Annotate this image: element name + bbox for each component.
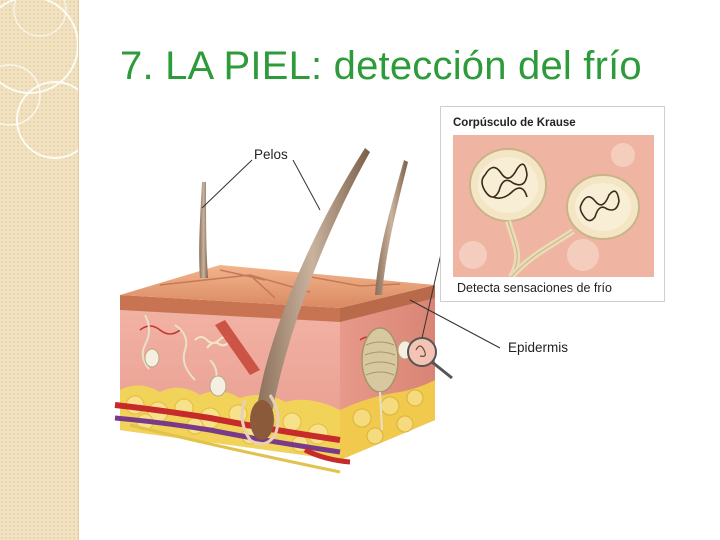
krause-corpuscle-inset: Corpúsculo de Krause Detecta sensaciones… [440, 106, 665, 302]
krause-corpuscle-illustration [453, 135, 654, 277]
slide-title: 7. LA PIEL: detección del frío [120, 44, 642, 88]
skin-surface [120, 265, 435, 308]
inset-caption: Detecta sensaciones de frío [457, 281, 612, 295]
label-hairs: Pelos [254, 147, 288, 162]
label-epidermis: Epidermis [508, 340, 569, 355]
inset-title: Corpúsculo de Krause [453, 117, 576, 129]
skin-cross-section-illustration [114, 148, 501, 474]
sidebar-circles-ornament [0, 0, 78, 159]
pacinian-corpuscle [361, 327, 399, 431]
decorative-sidebar [0, 0, 79, 540]
hair-shafts [199, 148, 408, 446]
